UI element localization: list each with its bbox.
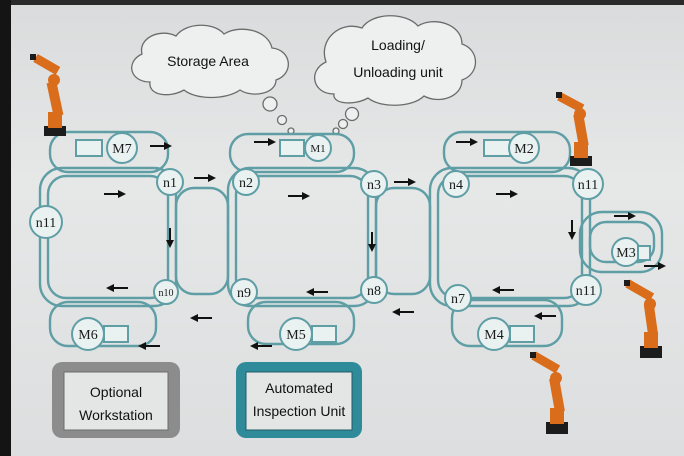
node-n10-label: n10 [159,288,174,299]
node-n4-label: n4 [449,178,463,193]
automated-inspection-box: Automated Inspection Unit [236,362,362,438]
industrial-robot-arm-icon [556,92,592,166]
flow-arrow-icon [456,138,478,146]
node-n9-label: n9 [237,286,251,301]
node-n10: n10 [153,279,179,305]
machine-m5-label: M5 [286,328,305,343]
node-n11-bottom-right: n11 [570,274,602,306]
optional-workstation-box: Optional Workstation [52,362,180,438]
flow-arrow-icon [534,312,556,320]
flow-arrow-icon [368,232,376,252]
flow-arrows [104,138,666,350]
flow-arrow-icon [644,262,666,270]
optional-line1: Optional [90,384,142,400]
storage-area-cloud: Storage Area [131,24,295,135]
industrial-robot-arm-icon [624,279,662,358]
flow-arrow-icon [288,192,310,200]
machine-m7: M7 [75,132,138,164]
flow-arrow-icon [138,342,160,350]
loading-unloading-cloud: Loading/ Unloading unit [314,15,477,135]
node-n3: n3 [360,170,388,198]
node-n7-label: n7 [451,292,465,307]
node-n4: n4 [442,170,470,198]
machine-m6-label: M6 [78,328,97,343]
flow-arrow-icon [254,138,276,146]
loading-label-line1: Loading/ [371,37,425,53]
machine-m3: M3 [611,237,651,267]
inspection-line2: Inspection Unit [253,403,346,419]
machine-m6: M6 [71,317,129,351]
node-n2: n2 [232,168,260,196]
flow-arrow-icon [496,190,518,198]
optional-line2: Workstation [79,407,153,423]
inspection-line1: Automated [265,380,333,396]
flow-arrow-icon [492,286,514,294]
flow-arrow-icon [194,174,216,182]
node-n1-label: n1 [163,176,177,191]
node-n8-label: n8 [367,284,381,299]
machine-m3-label: M3 [616,246,635,261]
industrial-robot-arm-icon [530,351,568,434]
node-n11-left: n11 [29,205,63,239]
machine-m1-label: M1 [310,143,325,155]
node-n2-label: n2 [239,176,253,191]
frame-left-border [0,0,11,456]
flow-arrow-icon [166,228,174,248]
machine-m4-label: M4 [484,328,503,343]
flow-arrow-icon [106,284,128,292]
machine-m2: M2 [483,132,540,164]
flow-arrow-icon [568,220,576,240]
flow-arrow-icon [190,314,212,322]
loading-label-line2: Unloading unit [353,64,443,80]
node-n11-top-right: n11 [572,168,604,200]
node-n1: n1 [156,168,184,196]
machine-m2-label: M2 [514,142,533,157]
node-n11-top-label: n11 [578,178,598,193]
flow-arrow-icon [614,212,636,220]
machine-m7-label: M7 [112,142,131,157]
node-n11-left-label: n11 [36,216,56,231]
flow-arrow-icon [306,288,328,296]
flow-arrow-icon [150,142,172,150]
node-n8: n8 [360,276,388,304]
node-n9: n9 [230,278,258,306]
flow-arrow-icon [394,178,416,186]
flow-arrow-icon [392,308,414,316]
industrial-robot-arm-icon [30,54,66,136]
machine-m4: M4 [477,317,535,351]
machine-m1: M1 [279,134,332,162]
node-n11-right-label: n11 [576,284,596,299]
node-n7: n7 [444,284,472,312]
flow-arrow-icon [104,190,126,198]
machine-m5: M5 [279,317,337,351]
node-n3-label: n3 [367,178,381,193]
flow-arrow-icon [250,342,272,350]
frame-top-border [0,0,684,5]
storage-area-label: Storage Area [167,53,249,69]
transport-tracks [38,130,664,348]
